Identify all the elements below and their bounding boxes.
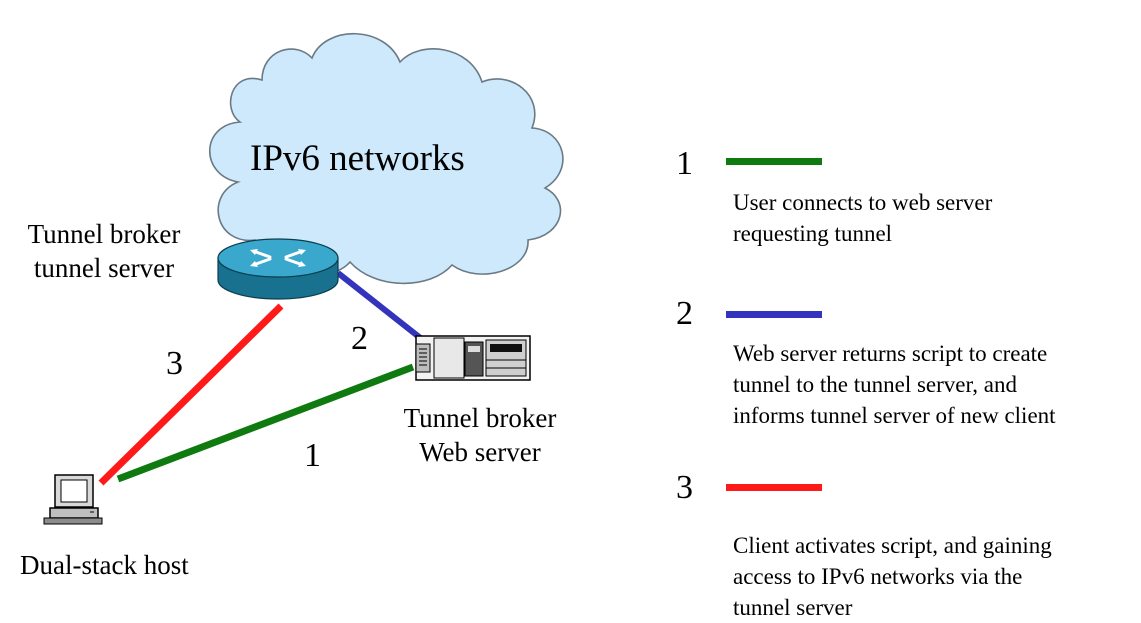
legend-swatch-green: [726, 158, 822, 165]
link-number-3: 3: [166, 345, 183, 382]
router-icon: [217, 238, 339, 300]
cloud-label: IPv6 networks: [250, 138, 465, 179]
tunnel-server-label: Tunnel broker tunnel server: [27, 219, 181, 283]
link-number-1: 1: [304, 437, 321, 474]
link-number-2: 2: [351, 320, 368, 357]
legend-description: User connects to web server requesting t…: [733, 190, 993, 246]
legend-swatch-blue: [726, 311, 822, 318]
host-computer-icon: [43, 474, 103, 525]
web-server-icon: [415, 335, 531, 381]
legend-number: 3: [676, 469, 693, 506]
link-server-to-web: [336, 270, 430, 347]
legend-number: 2: [676, 295, 693, 332]
link-server-to-host: [98, 303, 284, 486]
legend-description: Web server returns script to create tunn…: [733, 341, 1056, 428]
ipv6-cloud-shape: [208, 32, 564, 285]
host-label: Dual-stack host: [20, 550, 189, 580]
legend-number: 1: [676, 145, 693, 182]
web-server-label: Tunnel broker Web server: [403, 403, 557, 467]
legend-description: Client activates script, and gaining acc…: [733, 533, 1052, 620]
legend-swatch-red: [726, 484, 822, 491]
link-host-to-web: [116, 363, 415, 483]
